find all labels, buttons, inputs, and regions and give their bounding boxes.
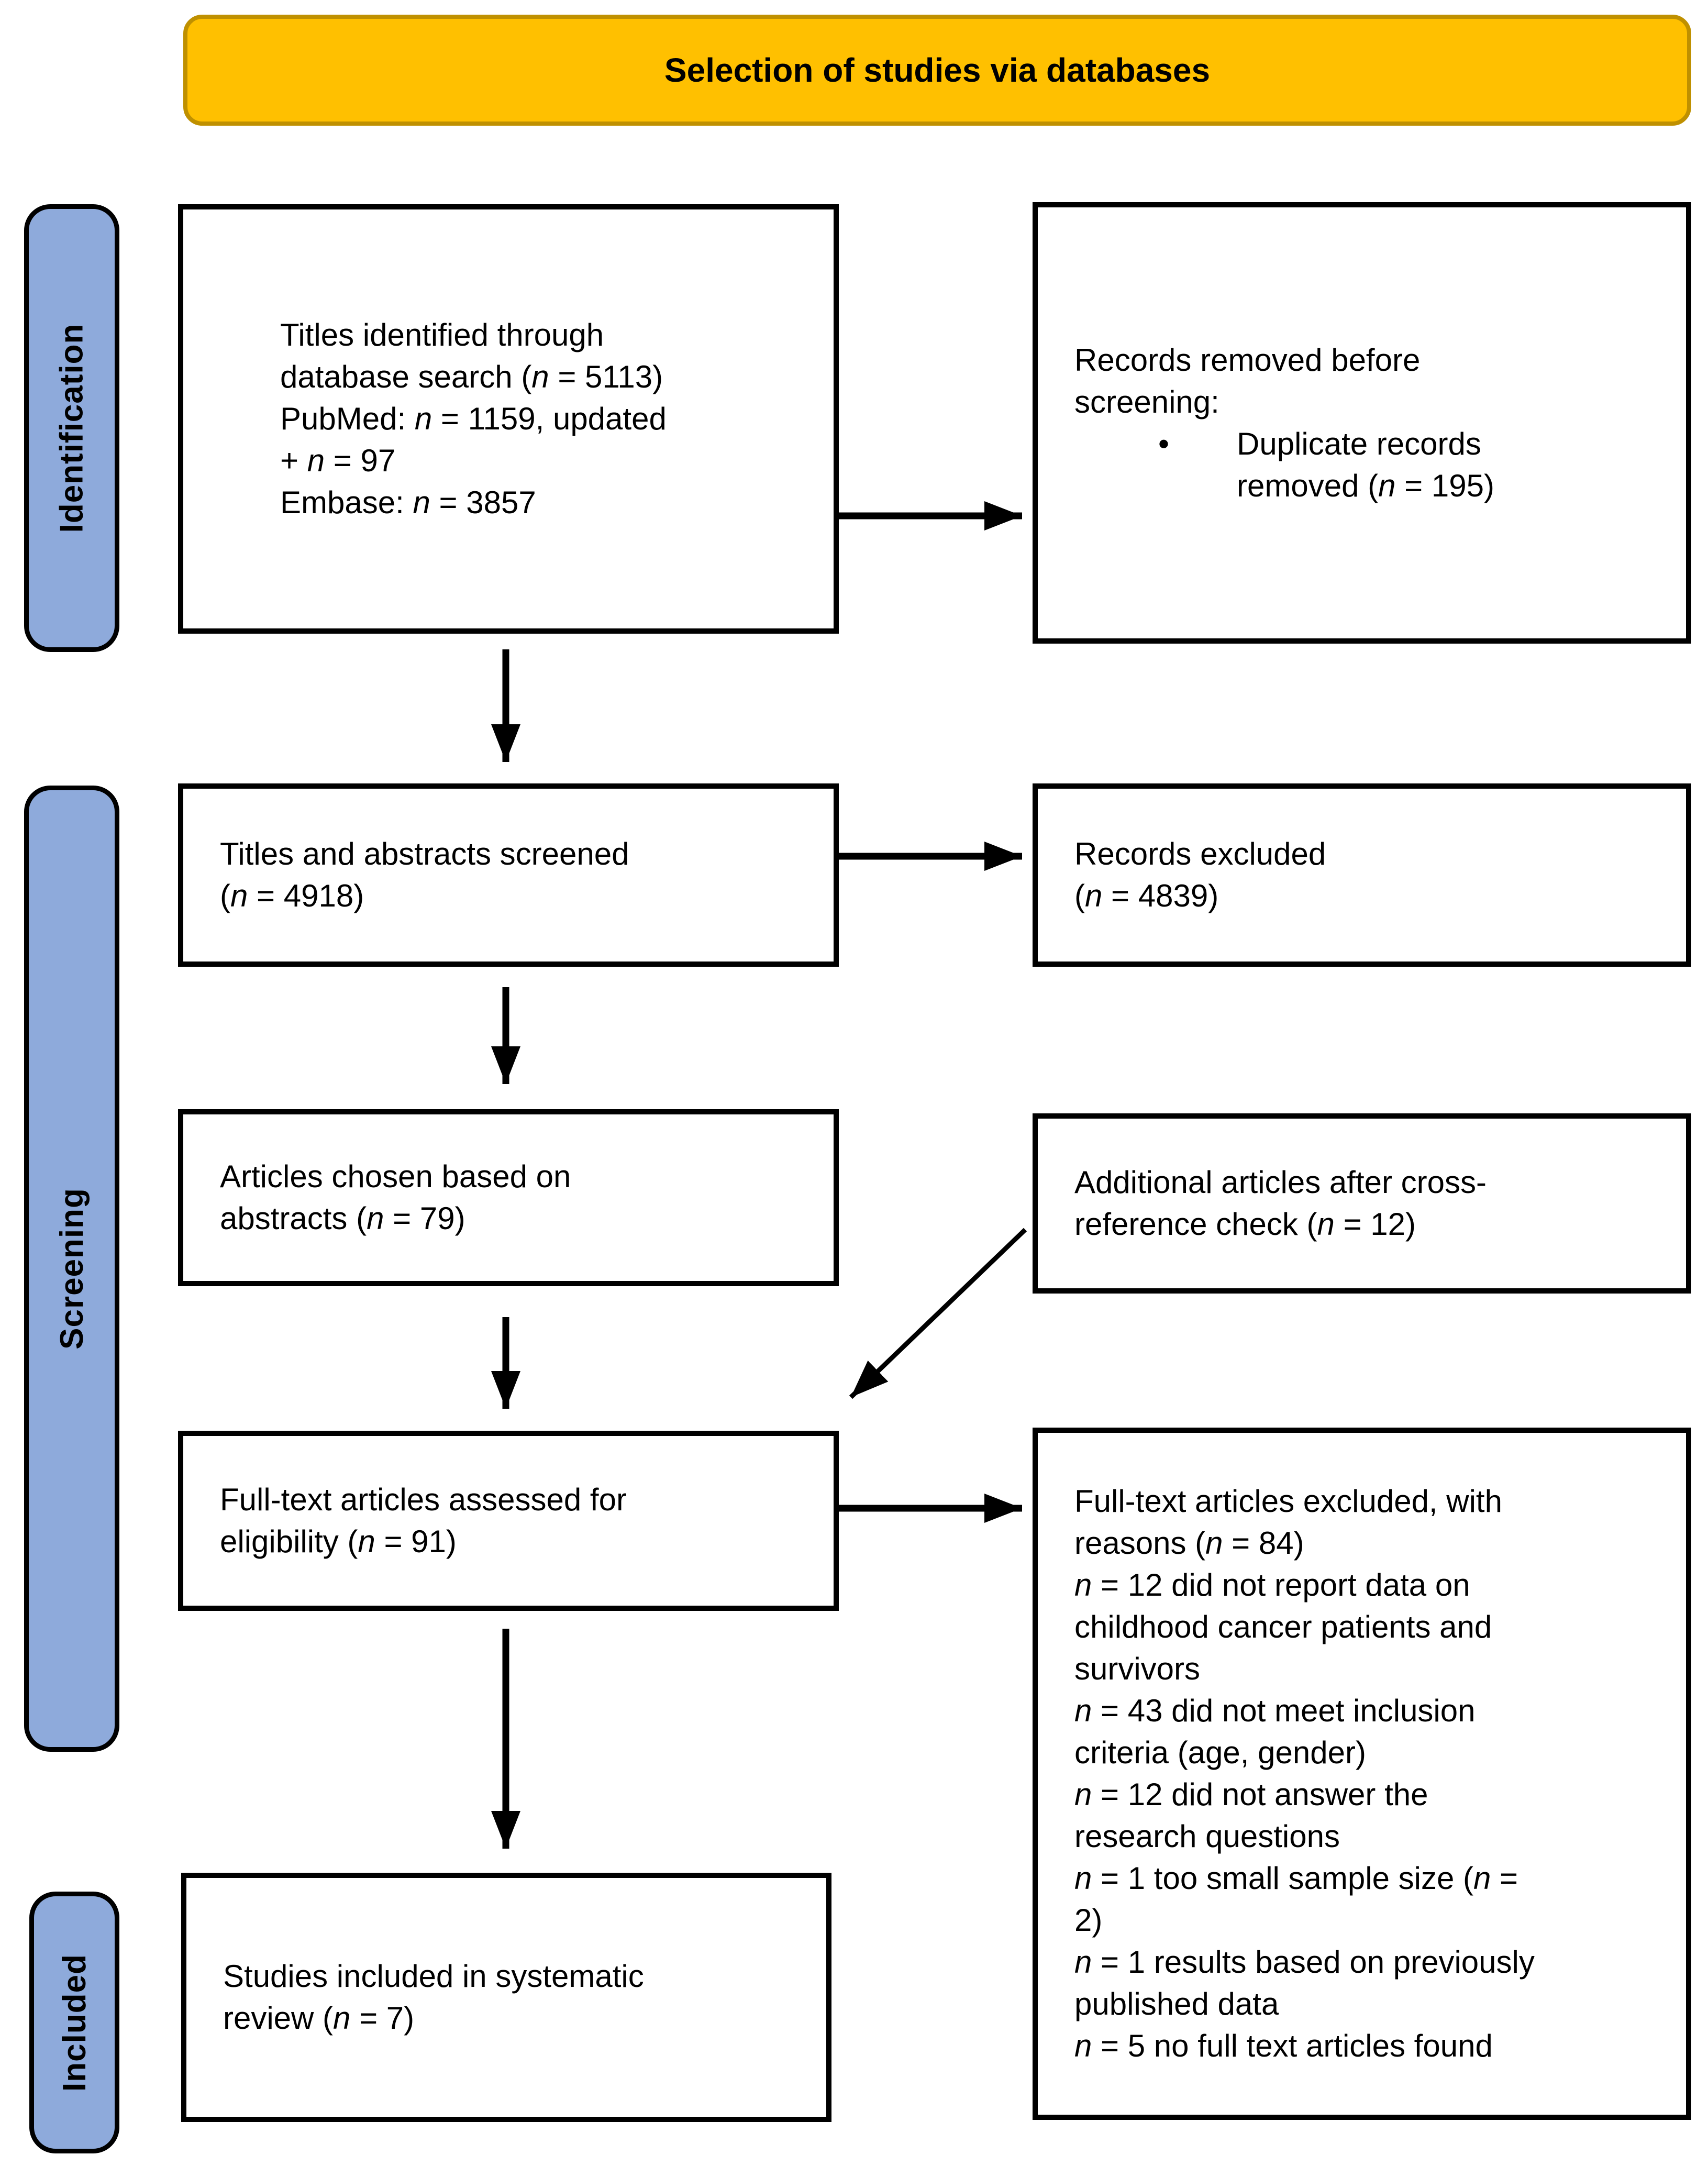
text-line: Articles chosen based on: [220, 1159, 571, 1194]
text-line: PubMed: n = 1159, updated: [280, 401, 667, 436]
text-line: (n = 4839): [1074, 878, 1219, 913]
text-line: Titles and abstracts screened: [220, 836, 629, 871]
text-line: Additional articles after cross-: [1074, 1165, 1487, 1200]
text-line: n = 1 too small sample size (n =: [1074, 1861, 1518, 1896]
text-line: n = 5 no full text articles found: [1074, 2028, 1493, 2063]
text-line: research questions: [1074, 1819, 1340, 1854]
text-line: criteria (age, gender): [1074, 1735, 1366, 1770]
box-full-text-excluded: Full-text articles excluded, with reason…: [1033, 1428, 1691, 2120]
text-line: reference check (n = 12): [1074, 1207, 1416, 1242]
box-studies-included: Studies included in systematic review (n…: [181, 1873, 831, 2122]
text-line: database search (n = 5113): [280, 359, 663, 394]
bullet-icon: •: [1158, 426, 1170, 461]
text-line: Duplicate records: [1237, 426, 1481, 461]
text-line: removed (n = 195): [1237, 468, 1494, 503]
text-line: reasons (n = 84): [1074, 1526, 1304, 1561]
text-line: Full-text articles assessed for: [220, 1482, 627, 1517]
box-records-removed: Records removed before screening: • Dupl…: [1033, 202, 1691, 644]
text-line: screening:: [1074, 384, 1219, 419]
stage-identification: Identification: [24, 204, 119, 652]
text-line: Records removed before: [1074, 342, 1421, 378]
text-line: 2): [1074, 1903, 1103, 1938]
text-line: abstracts (n = 79): [220, 1201, 465, 1236]
box-titles-screened: Titles and abstracts screened (n = 4918): [178, 783, 839, 967]
stage-included-label: Included: [56, 1953, 93, 2092]
stage-included: Included: [29, 1892, 119, 2153]
box-titles-identified: Titles identified through database searc…: [178, 204, 839, 634]
box-records-excluded: Records excluded (n = 4839): [1033, 783, 1691, 967]
arrow-crossref-to-assessed: [849, 1228, 1027, 1399]
box-full-text-assessed: Full-text articles assessed for eligibil…: [178, 1431, 839, 1611]
text-line: + n = 97: [280, 443, 396, 478]
text-line: n = 12 did not report data on: [1074, 1567, 1470, 1603]
title-banner-label: Selection of studies via databases: [664, 51, 1211, 89]
text-line: eligibility (n = 91): [220, 1524, 457, 1559]
bullet-item: • Duplicate records removed (n = 195): [1074, 423, 1676, 507]
text-line: Records excluded: [1074, 836, 1326, 871]
bullet-text: Duplicate records removed (n = 195): [1237, 423, 1494, 507]
text-line: Studies included in systematic: [223, 1959, 644, 1994]
text-line: published data: [1074, 1986, 1279, 2021]
stage-screening-label: Screening: [53, 1188, 90, 1350]
text-line: n = 43 did not meet inclusion: [1074, 1693, 1476, 1728]
box-additional-articles: Additional articles after cross- referen…: [1033, 1113, 1691, 1294]
box-articles-chosen: Articles chosen based on abstracts (n = …: [178, 1109, 839, 1286]
text-line: childhood cancer patients and: [1074, 1609, 1492, 1644]
stage-screening: Screening: [24, 786, 119, 1752]
stage-identification-label: Identification: [53, 323, 90, 533]
text-line: survivors: [1074, 1651, 1201, 1686]
text-line: (n = 4918): [220, 878, 364, 913]
text-line: n = 12 did not answer the: [1074, 1777, 1428, 1812]
title-banner: Selection of studies via databases: [183, 15, 1691, 126]
text-line: Full-text articles excluded, with: [1074, 1484, 1502, 1519]
text-line: n = 1 results based on previously: [1074, 1944, 1535, 1980]
text-line: review (n = 7): [223, 2001, 415, 2036]
text-line: Titles identified through: [280, 317, 604, 352]
text-line: Embase: n = 3857: [280, 485, 536, 520]
